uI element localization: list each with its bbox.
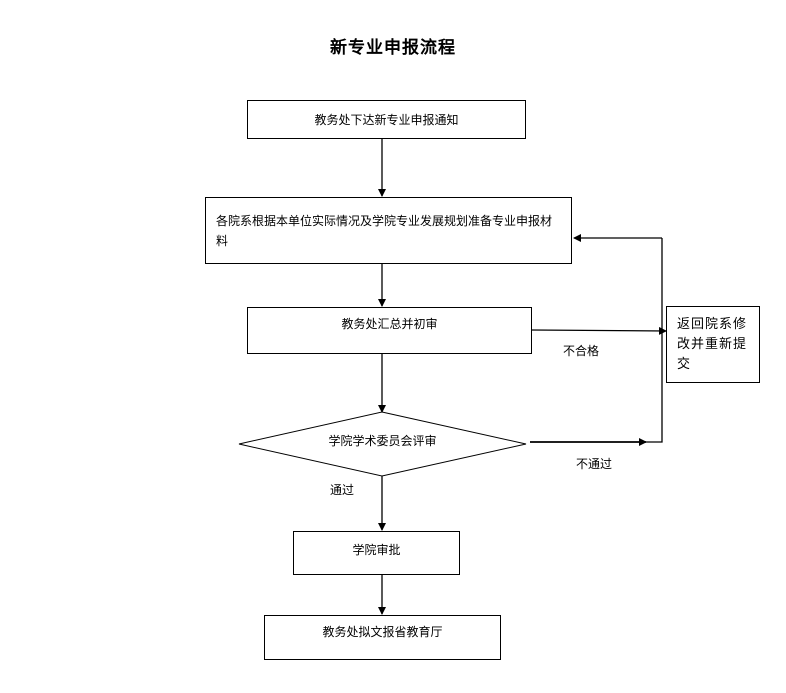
node-report: 教务处拟文报省教育厅 (264, 615, 501, 660)
committee-review-diamond (238, 411, 527, 477)
node-approval: 学院审批 (293, 531, 460, 575)
edge-label-reject: 不通过 (576, 457, 613, 471)
connector-reject-up (646, 238, 663, 443)
node-committee-review-label: 学院学术委员会评审 (328, 434, 437, 448)
node-initial-review-label: 教务处汇总并初审 (341, 317, 438, 331)
node-report-label: 教务处拟文报省教育厅 (322, 625, 443, 639)
node-prepare-label: 各院系根据本单位实际情况及学院专业发展规划准备专业申报材料 (216, 213, 553, 248)
node-notify: 教务处下达新专业申报通知 (247, 100, 526, 139)
node-initial-review: 教务处汇总并初审 (247, 307, 532, 354)
page-title: 新专业申报流程 (330, 38, 456, 58)
edge-label-pass: 通过 (330, 483, 355, 497)
node-approval-label: 学院审批 (352, 543, 401, 557)
edge-label-fail: 不合格 (563, 344, 600, 358)
arrow-fail-to-return (531, 326, 667, 335)
node-prepare: 各院系根据本单位实际情况及学院专业发展规划准备专业申报材料 (205, 197, 572, 264)
node-return-label: 返回院系修改并重新提交 (677, 317, 748, 372)
node-notify-label: 教务处下达新专业申报通知 (314, 112, 459, 127)
node-return: 返回院系修改并重新提交 (666, 306, 760, 383)
